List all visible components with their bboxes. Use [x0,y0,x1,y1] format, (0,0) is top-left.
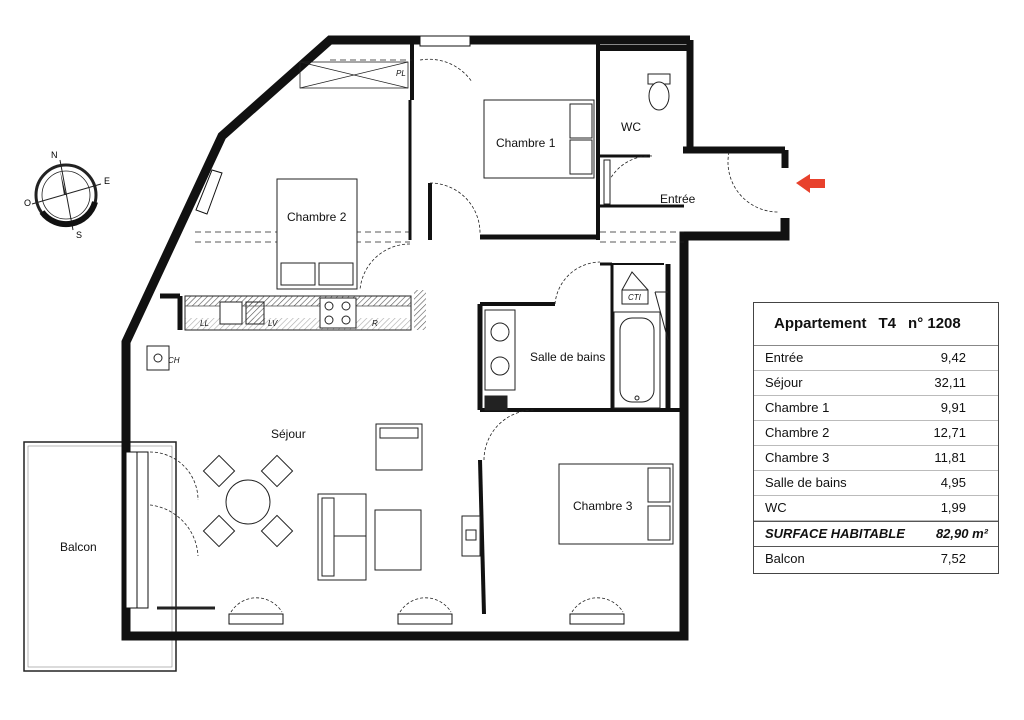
chair-icon [202,454,236,488]
coffee-table [374,509,422,571]
beam-lines [195,59,684,243]
room-label-sejour: Séjour [271,427,306,441]
kitchen-counter [184,290,426,331]
interior-walls [160,44,690,615]
chair-icon [202,514,236,548]
door-swings [149,58,780,613]
compass-icon: N E S O [24,150,110,240]
room-label-salle-de-bains: Salle de bains [530,350,605,364]
bathtub-icon [613,311,661,409]
fixture-label-pl: PL [396,69,406,78]
fixture-label-r: R [372,319,378,328]
compass-s: S [76,230,82,240]
room-label-balcon: Balcon [60,540,97,554]
windows [125,35,625,625]
sink-icon [219,301,243,325]
compass-n: N [51,150,58,160]
bathroom-fixtures [484,271,669,411]
room-label-chambre-2: Chambre 2 [287,210,347,224]
stove-icon [319,297,357,329]
water-heater [146,345,170,371]
fixture-label-lv: LV [268,319,278,328]
table-icon [225,479,271,525]
armchair-icon [375,423,423,471]
bed-icon [558,463,674,545]
chair-icon [260,514,294,548]
chair-icon [260,454,294,488]
compass-o: O [24,198,31,208]
room-label-wc: WC [621,120,641,134]
room-label-chambre-3: Chambre 3 [573,499,633,513]
sink-icon [490,322,510,342]
compass-e: E [104,176,110,186]
entrance-arrow-icon [796,174,825,193]
fixture-label-cti: CTI [628,293,642,302]
sofa-icon [317,493,367,581]
bed-icon [483,99,595,179]
dining-set [202,454,294,548]
room-label-entree: Entrée [660,192,696,206]
closet-pl [299,61,409,89]
fixture-label-ll: LL [200,319,209,328]
bed-icon [276,178,358,290]
exterior-walls [121,35,790,641]
sink-icon [490,356,510,376]
toilet-icon [647,73,671,111]
balcon-area [23,441,177,672]
fixture-label-ch: CH [168,356,180,365]
room-label-chambre-1: Chambre 1 [496,136,556,150]
